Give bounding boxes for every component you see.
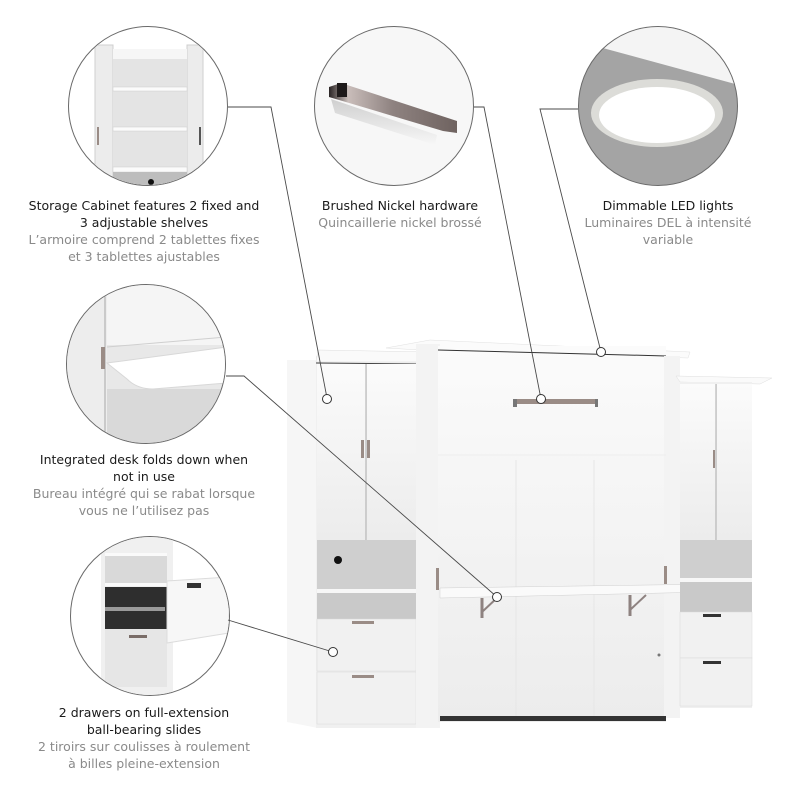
marker-led-lights-icon xyxy=(596,347,606,357)
caption-fr-line: variable xyxy=(642,232,694,247)
fold-down-desk-icon xyxy=(67,285,225,443)
storage-cabinet-detail-image xyxy=(68,26,228,186)
led-puck-light-icon xyxy=(579,27,737,147)
caption-en-line: ball-bearing slides xyxy=(86,722,202,737)
led-lights-detail-image xyxy=(578,26,738,186)
caption-en-line: Storage Cabinet features 2 fixed and xyxy=(28,198,260,213)
drawers-detail-image xyxy=(70,536,230,696)
murphy-bed-cabinet xyxy=(385,339,721,728)
caption-storage-cabinet: Storage Cabinet features 2 fixed and 3 a… xyxy=(0,197,288,265)
caption-en-line: Integrated desk folds down when xyxy=(39,452,249,467)
caption-fr-line: L’armoire comprend 2 tablettes fixes xyxy=(28,232,260,247)
caption-en-line: not in use xyxy=(113,469,175,484)
right-storage-cabinet xyxy=(675,375,773,708)
marker-storage-cabinet-icon xyxy=(322,394,332,404)
caption-drawers: 2 drawers on full-extension ball-bearing… xyxy=(0,704,288,772)
marker-integrated-desk-icon xyxy=(492,592,502,602)
caption-en-line: 3 adjustable shelves xyxy=(79,215,209,230)
brushed-nickel-detail-image xyxy=(314,26,474,186)
integrated-desk-detail-image xyxy=(66,284,226,444)
drawer-slides-icon xyxy=(101,537,229,695)
leader-line-brushed-nickel xyxy=(474,106,542,400)
marker-brushed-nickel-icon xyxy=(536,394,546,404)
caption-fr-line: Quincaillerie nickel brossé xyxy=(318,215,482,230)
caption-led-lights: Dimmable LED lights Luminaires DEL à int… xyxy=(548,197,788,248)
marker-drawers-icon xyxy=(328,647,338,657)
bar-handle-icon xyxy=(329,83,457,145)
open-cabinet-shelves-icon xyxy=(94,44,204,185)
leader-line-drawers xyxy=(227,619,334,653)
left-storage-cabinet xyxy=(287,349,429,728)
caption-fr-line: 2 tiroirs sur coulisses à roulement xyxy=(38,739,250,754)
caption-brushed-nickel: Brushed Nickel hardware Quincaillerie ni… xyxy=(290,197,510,231)
caption-integrated-desk: Integrated desk folds down when not in u… xyxy=(0,451,288,519)
caption-fr-line: Luminaires DEL à intensité xyxy=(584,215,752,230)
caption-fr-line: vous ne l’utilisez pas xyxy=(78,503,210,518)
caption-en-line: Brushed Nickel hardware xyxy=(321,198,479,213)
caption-fr-line: à billes pleine-extension xyxy=(68,756,220,771)
caption-fr-line: et 3 tablettes ajustables xyxy=(68,249,220,264)
caption-en-line: Dimmable LED lights xyxy=(602,198,734,213)
caption-fr-line: Bureau intégré qui se rabat lorsque xyxy=(32,486,256,501)
caption-en-line: 2 drawers on full-extension xyxy=(58,705,230,720)
